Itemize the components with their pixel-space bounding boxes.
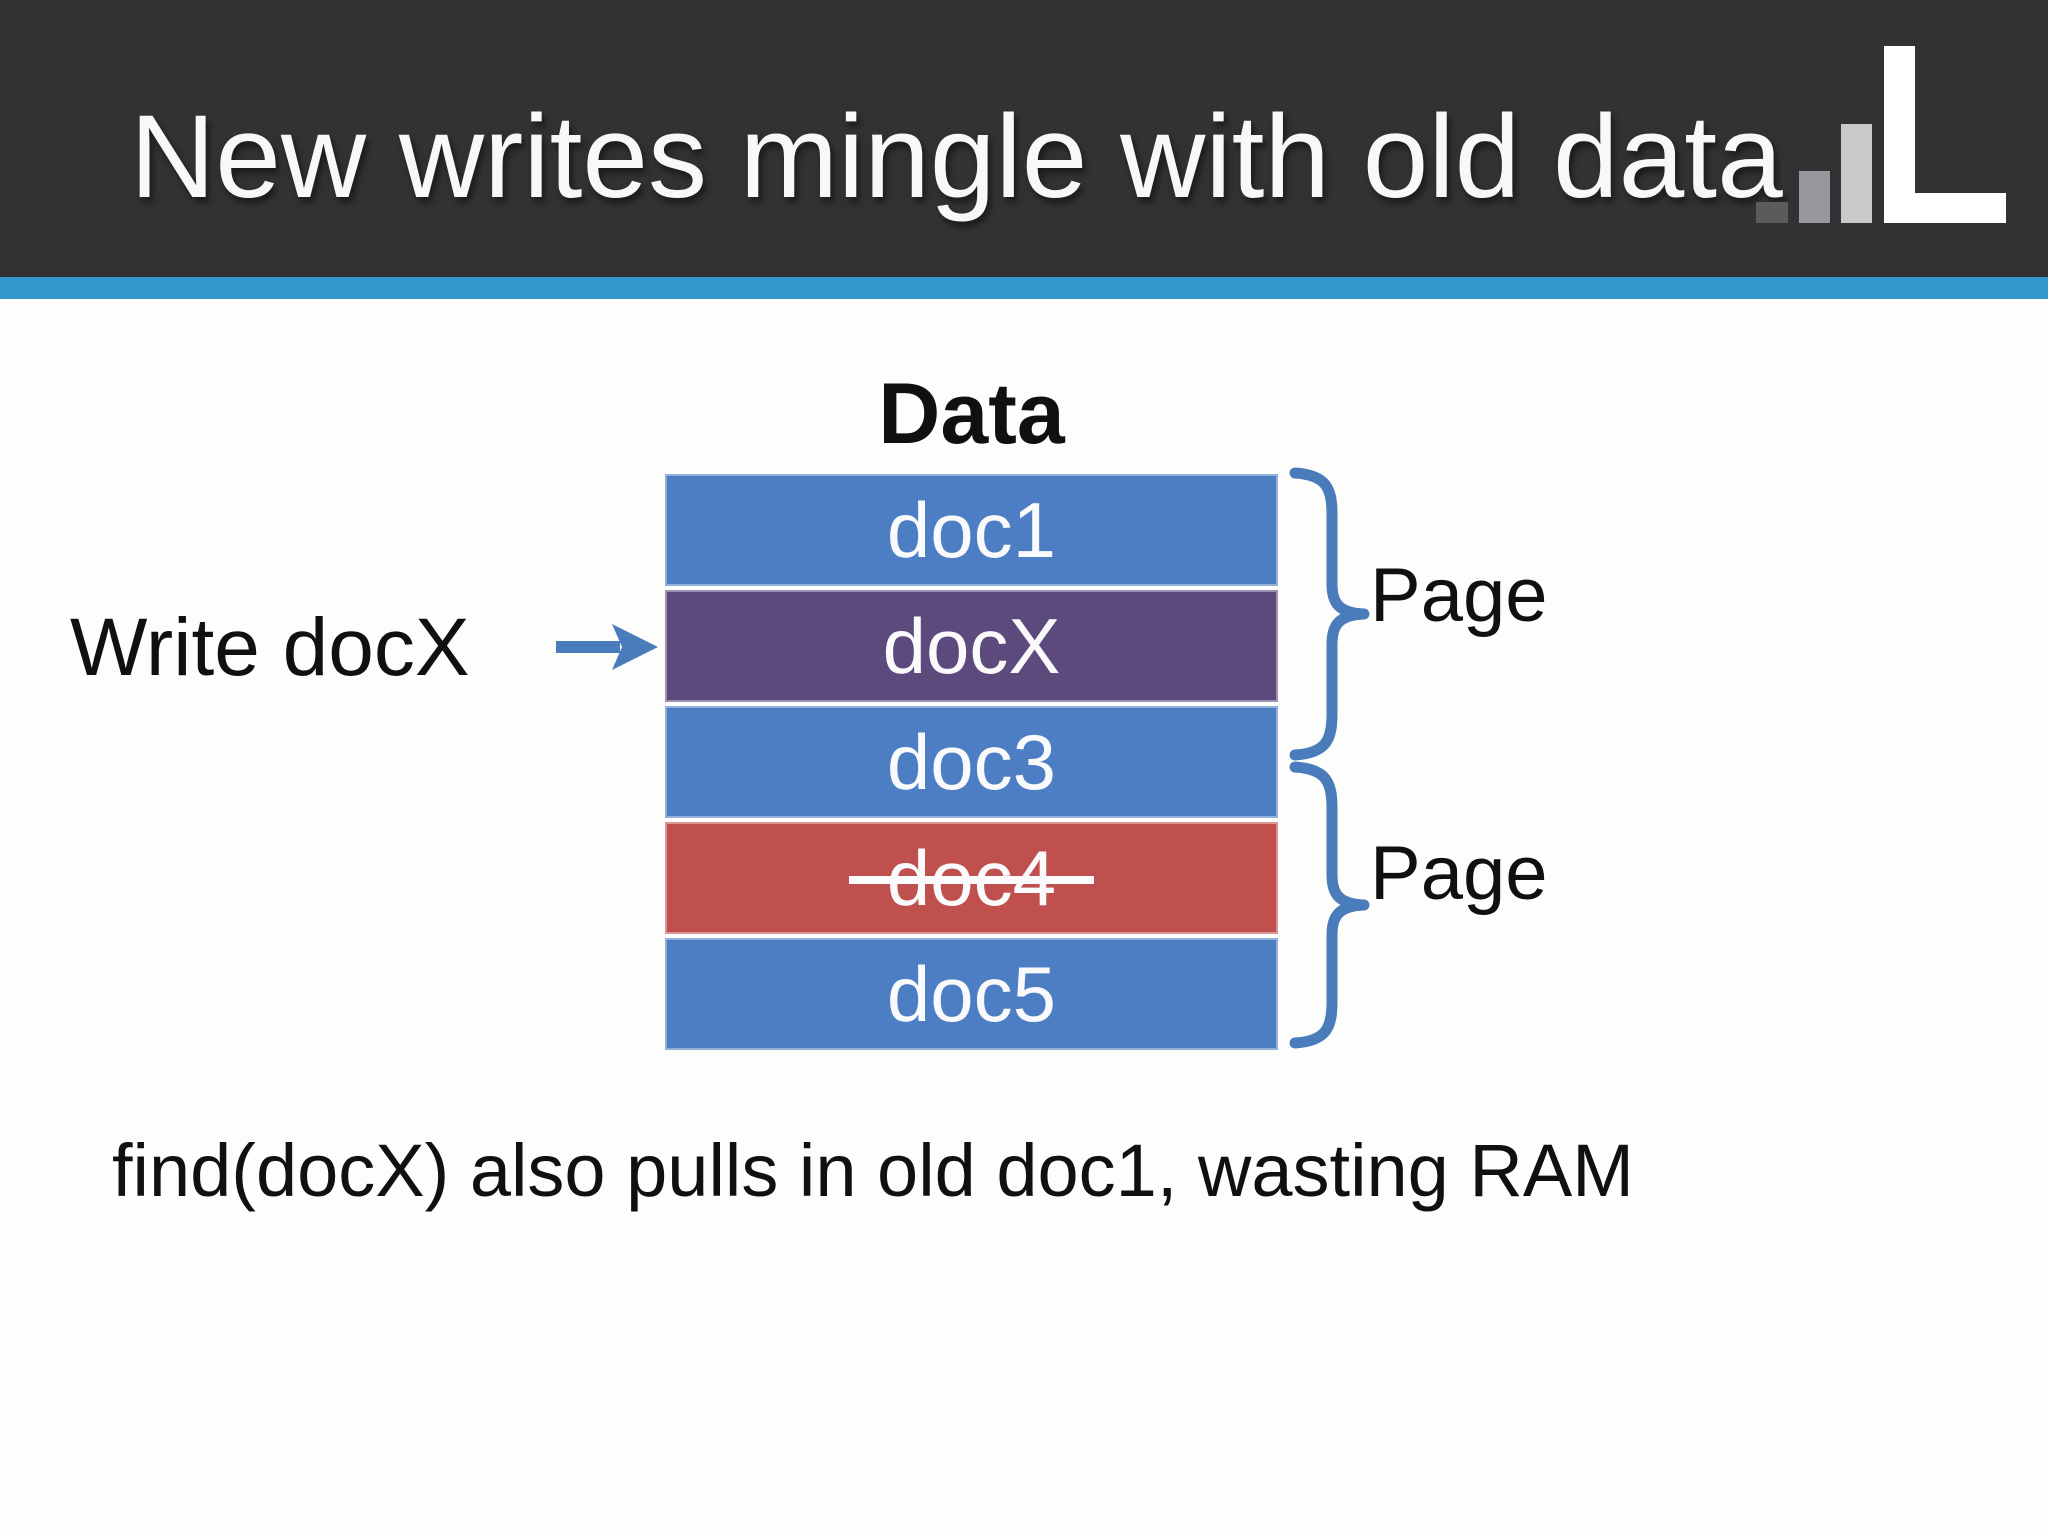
data-column-heading: Data xyxy=(878,366,1065,462)
doc-box-doc4-deleted: doc4 xyxy=(665,822,1278,934)
doc-box-doc1: doc1 xyxy=(665,474,1278,586)
doc-box-label: doc1 xyxy=(886,486,1057,574)
accent-stripe xyxy=(0,277,2048,299)
page-label-bottom: Page xyxy=(1370,831,1548,916)
doc-box-label: doc5 xyxy=(886,950,1057,1038)
caption-text: find(docX) also pulls in old doc1, wasti… xyxy=(112,1129,1634,1212)
doc-box-docX: docX xyxy=(665,590,1278,702)
logo-bar-small-icon xyxy=(1756,202,1788,223)
logo-bar-medium-icon xyxy=(1799,171,1830,223)
doc-box-label: docX xyxy=(882,602,1061,690)
logo-letter-l-horizontal xyxy=(1884,193,2006,223)
slide-title: New writes mingle with old data xyxy=(130,91,1783,223)
doc-box-label: doc3 xyxy=(886,718,1057,806)
page-label-top: Page xyxy=(1370,553,1548,638)
logo-bar-tall-icon xyxy=(1841,124,1872,223)
doc-box-doc3: doc3 xyxy=(665,706,1278,818)
header: New writes mingle with old data xyxy=(0,0,2048,277)
doc-box-doc5: doc5 xyxy=(665,938,1278,1050)
page-brace-top-icon xyxy=(1289,467,1370,761)
right-arrow-icon xyxy=(556,624,658,670)
doc-box-label-strikethrough: doc4 xyxy=(848,834,1095,922)
write-docx-label: Write docX xyxy=(70,602,470,693)
page-brace-bottom-icon xyxy=(1289,761,1370,1049)
